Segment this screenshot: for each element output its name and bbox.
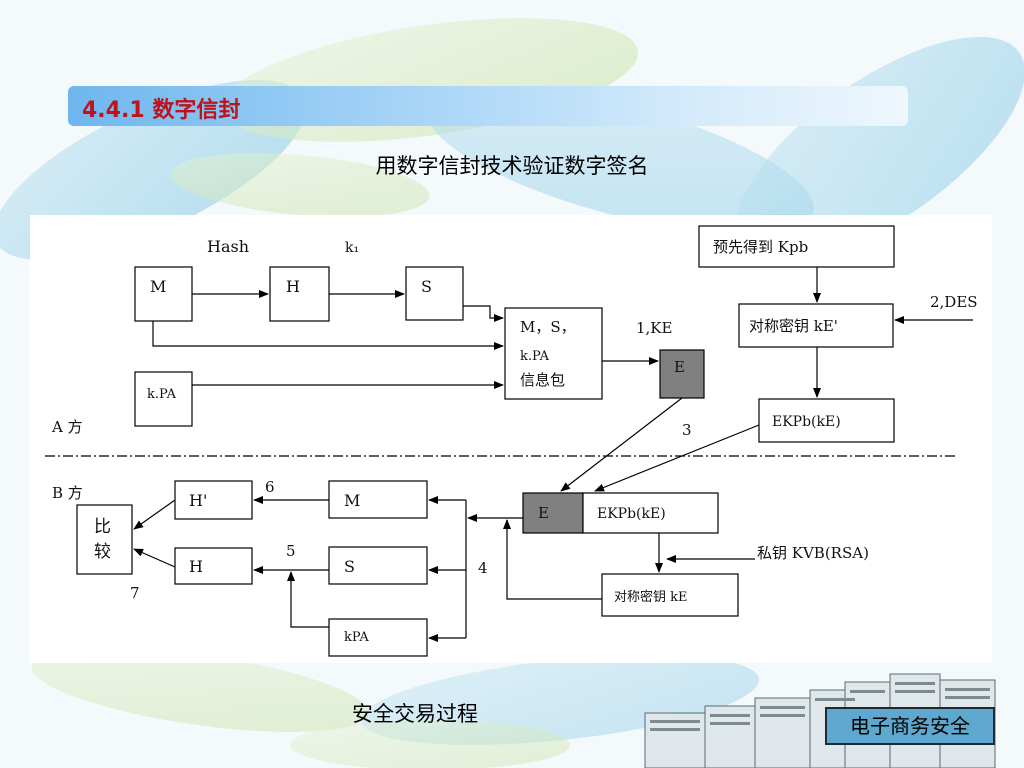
des-label: 2,DES	[930, 293, 978, 311]
package-line3: 信息包	[520, 371, 565, 389]
b-e-box	[522, 492, 584, 534]
e-kpb-top-label: EKPb(kE)	[772, 414, 841, 430]
a-kpa-box	[134, 371, 193, 427]
e-kpb-top-box	[758, 398, 895, 443]
b-s-label: S	[344, 557, 355, 576]
b-e-kpb-box	[582, 492, 719, 534]
a-kpa-label: k.PA	[147, 387, 177, 402]
section-number: 4.4.1	[82, 98, 145, 123]
private-key-label: 私钥 KVB(RSA)	[757, 544, 869, 562]
sym-key-top-box	[738, 303, 894, 348]
compare-box	[76, 504, 133, 575]
party-a-label: A 方	[51, 418, 83, 436]
a-h-label: H	[286, 277, 300, 296]
b-h-label: H	[189, 557, 203, 576]
section-title: 4.4.1 数字信封	[82, 92, 240, 124]
caption: 安全交易过程	[352, 702, 478, 726]
compare-char-2: 较	[94, 542, 111, 562]
step6-label: 6	[265, 478, 275, 496]
b-m-box	[328, 480, 428, 519]
slide-subtitle: 用数字信封技术验证数字签名	[375, 154, 649, 178]
a-s-label: S	[421, 277, 432, 296]
b-kpa-box	[328, 618, 428, 657]
info-package-box	[504, 307, 603, 400]
b-kpa-label: kPA	[344, 630, 369, 645]
step3-label: 3	[682, 421, 692, 439]
step5-label: 5	[286, 542, 296, 560]
a-e-box	[659, 349, 705, 399]
b-h-box	[174, 547, 253, 585]
b-hprime-label: H'	[189, 491, 207, 510]
a-e-label: E	[674, 358, 685, 376]
section-title-text: 数字信封	[152, 98, 241, 123]
section-title-bar: 4.4.1 数字信封	[68, 86, 908, 126]
sym-key-bottom-box	[601, 573, 739, 617]
pre-kpb-label: 预先得到 Kpb	[713, 238, 808, 256]
k1-label: k₁	[345, 240, 359, 256]
b-e-kpb-label: EKPb(kE)	[597, 506, 666, 522]
party-b-label: B 方	[52, 484, 83, 502]
a-m-label: M	[150, 277, 166, 296]
step7-label: 7	[130, 584, 140, 602]
sym-key-bottom-label: 对称密钥 kE	[614, 589, 688, 605]
package-line1: M，S，	[520, 318, 576, 336]
a-s-box	[405, 266, 464, 321]
course-badge: 电子商务安全	[825, 707, 995, 745]
step4-label: 4	[478, 559, 488, 577]
hash-label: Hash	[207, 237, 249, 256]
pre-kpb-box	[698, 225, 895, 268]
step1-label: 1,KE	[636, 319, 672, 337]
digital-envelope-diagram: Hash k₁ M H S k.PA M，S， k.PA 信息包 1,KE E …	[45, 225, 978, 657]
compare-char-1: 比	[94, 517, 111, 537]
b-s-box	[328, 546, 428, 585]
b-hprime-box	[174, 480, 253, 520]
b-e-label: E	[538, 504, 549, 522]
package-line2: k.PA	[520, 349, 550, 364]
sym-key-top-label: 对称密钥 kE'	[749, 317, 838, 335]
b-m-label: M	[344, 491, 360, 510]
